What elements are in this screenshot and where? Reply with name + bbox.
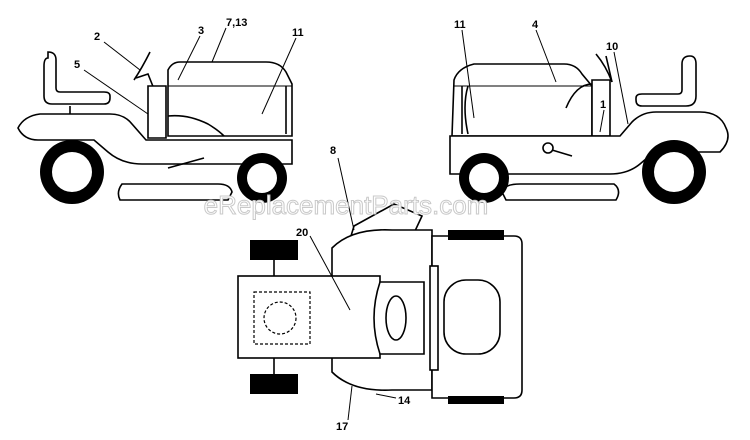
left-steering-wheel	[133, 51, 151, 81]
left-rear-wheel-hub	[52, 152, 92, 192]
right-hood-curve	[565, 83, 593, 109]
top-rear-wheel-upper	[250, 240, 298, 260]
callout-20: 20	[296, 227, 308, 239]
right-seat	[635, 55, 697, 107]
callout-4: 4	[532, 19, 539, 31]
callout-11-right: 11	[454, 19, 466, 31]
top-grille	[443, 279, 501, 355]
callout-11-left: 11	[292, 27, 304, 39]
right-front-wheel-hub	[469, 163, 499, 193]
left-pedal	[167, 157, 205, 169]
left-dash	[147, 85, 167, 139]
right-rear-wheel-hub	[654, 152, 694, 192]
right-grille-edge	[464, 85, 469, 135]
top-view-mower	[237, 203, 523, 404]
right-mower-deck	[501, 183, 620, 201]
left-hood-curve	[167, 114, 225, 137]
callout-10: 10	[606, 41, 618, 53]
callout-labels: 2 3 7,13 11 5 11 4 10 1 8 20 14 17	[74, 17, 618, 433]
top-fuel-area	[253, 291, 311, 345]
left-mower-deck	[117, 183, 233, 201]
left-seat	[43, 51, 111, 105]
right-steering-column	[605, 55, 613, 83]
top-fuel-cap	[263, 301, 297, 335]
callout-1: 1	[600, 99, 606, 111]
left-front-wheel-hub	[247, 163, 277, 193]
callout-5: 5	[74, 59, 80, 71]
watermark-text: eReplacementParts.com	[204, 190, 489, 220]
top-rear-body	[237, 275, 381, 359]
right-leader-lines	[461, 29, 629, 133]
top-front-wheel-lower	[448, 396, 504, 404]
right-steering-wheel	[595, 53, 613, 83]
right-hood	[451, 63, 593, 137]
callout-7-13: 7,13	[226, 17, 247, 29]
right-lever	[551, 149, 573, 157]
right-lever-knob	[542, 142, 554, 154]
top-seat	[385, 295, 407, 341]
top-leader-lines	[309, 157, 397, 421]
callout-2: 2	[94, 31, 100, 43]
callout-14: 14	[398, 395, 411, 407]
top-hood-hinge	[429, 265, 439, 371]
left-hood	[167, 61, 293, 137]
left-leader-lines	[83, 27, 297, 115]
callout-3: 3	[198, 25, 204, 37]
callout-17: 17	[336, 421, 348, 433]
left-side-view-mower	[17, 51, 293, 204]
right-side-view-mower	[449, 53, 729, 204]
callout-8: 8	[330, 145, 336, 157]
top-front-wheel-upper	[448, 230, 504, 240]
right-body	[449, 111, 729, 175]
left-body	[17, 113, 293, 165]
top-rear-wheel-lower	[250, 374, 298, 394]
